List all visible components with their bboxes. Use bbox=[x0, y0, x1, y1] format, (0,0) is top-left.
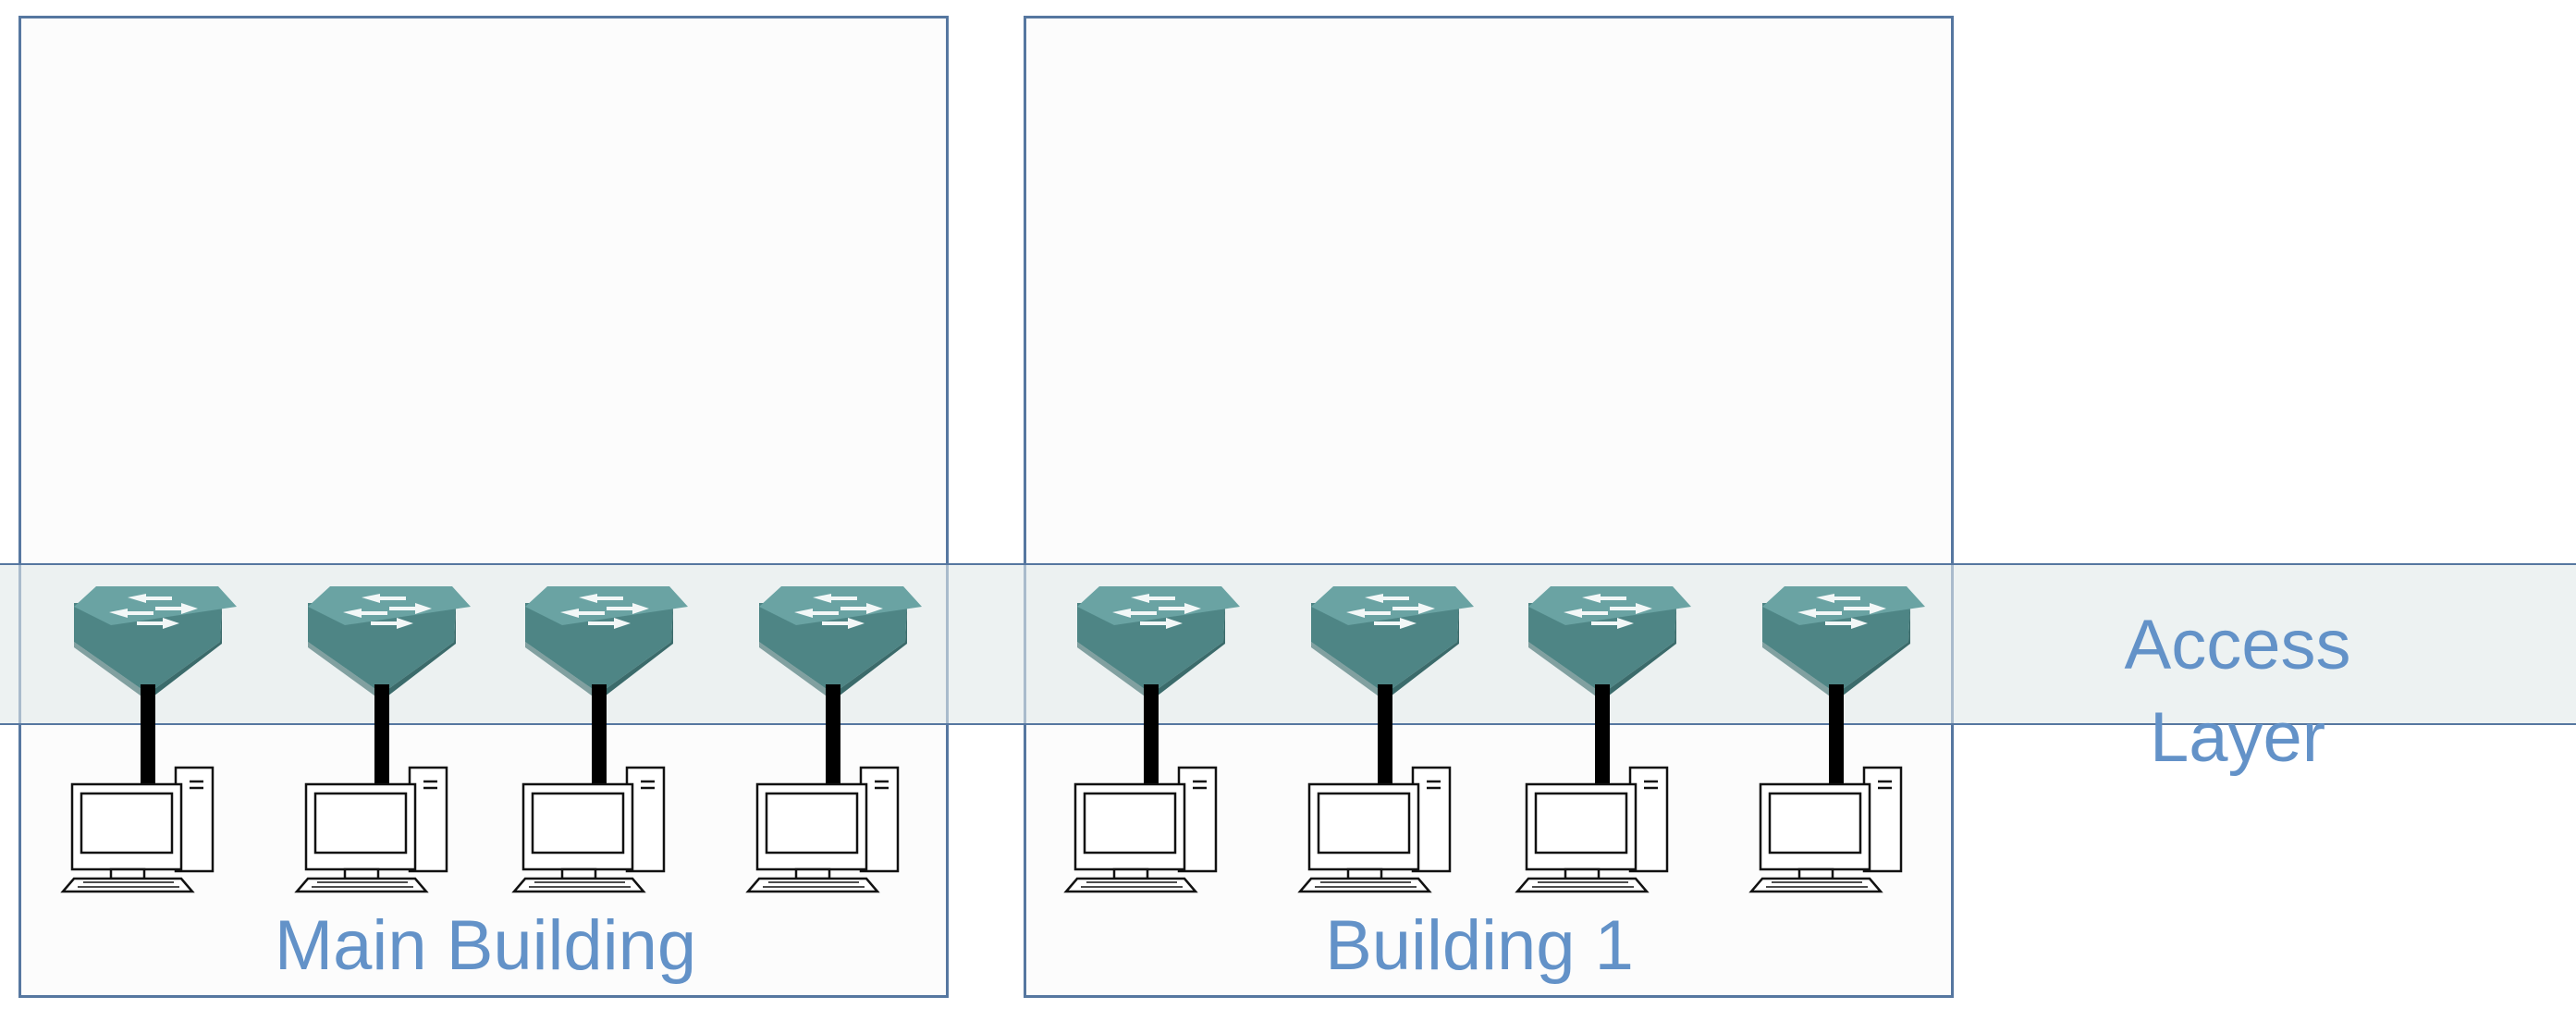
network-cable bbox=[141, 684, 155, 795]
desktop-computer-icon bbox=[60, 766, 215, 893]
network-cable bbox=[826, 684, 840, 795]
network-switch-icon bbox=[74, 586, 237, 701]
network-switch-icon bbox=[1311, 586, 1474, 701]
network-switch-icon bbox=[308, 586, 471, 701]
network-cable bbox=[592, 684, 607, 795]
desktop-computer-icon bbox=[511, 766, 666, 893]
access-switch-unit bbox=[1293, 583, 1478, 897]
desktop-computer-icon bbox=[294, 766, 448, 893]
network-cable bbox=[374, 684, 389, 795]
access-layer-label: Access Layer bbox=[2124, 606, 2351, 777]
network-cable bbox=[1378, 684, 1392, 795]
desktop-computer-icon bbox=[1063, 766, 1218, 893]
access-switch-unit bbox=[289, 583, 474, 897]
network-switch-icon bbox=[1528, 586, 1691, 701]
access-switch-unit bbox=[741, 583, 926, 897]
network-cable bbox=[1144, 684, 1159, 795]
network-switch-icon bbox=[1762, 586, 1925, 701]
network-cable bbox=[1829, 684, 1844, 795]
access-switch-unit bbox=[1059, 583, 1244, 897]
access-switch-unit bbox=[1510, 583, 1695, 897]
access-switch-unit bbox=[507, 583, 692, 897]
network-cable bbox=[1595, 684, 1610, 795]
access-switch-unit bbox=[1744, 583, 1929, 897]
network-switch-icon bbox=[1077, 586, 1240, 701]
access-switch-unit bbox=[55, 583, 240, 897]
network-switch-icon bbox=[759, 586, 922, 701]
building-main-label: Main Building bbox=[274, 906, 697, 985]
building-1-label: Building 1 bbox=[1325, 906, 1634, 985]
desktop-computer-icon bbox=[1748, 766, 1903, 893]
desktop-computer-icon bbox=[1297, 766, 1452, 893]
network-switch-icon bbox=[525, 586, 688, 701]
desktop-computer-icon bbox=[1515, 766, 1669, 893]
desktop-computer-icon bbox=[745, 766, 900, 893]
